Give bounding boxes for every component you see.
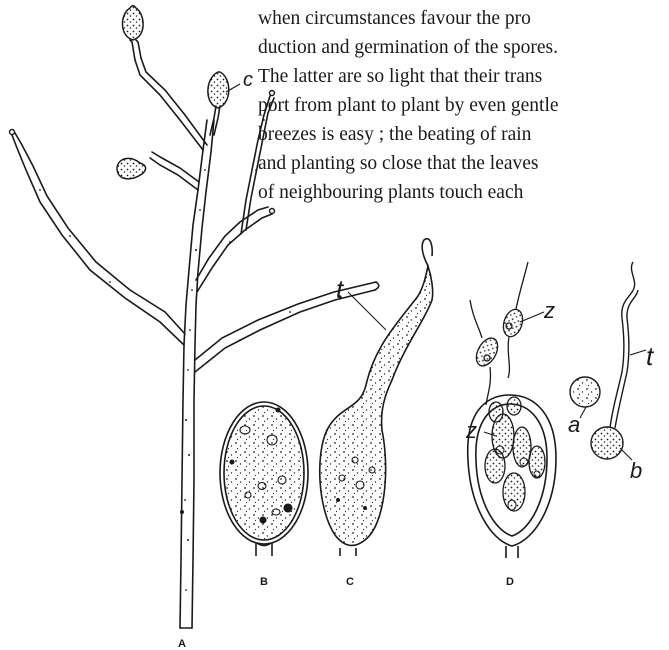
sporangium-left xyxy=(117,158,146,178)
label-z-lower: z xyxy=(465,418,477,443)
free-zoospores xyxy=(470,262,528,405)
germinating-zoospore-b xyxy=(591,262,638,459)
label-c-group: c xyxy=(226,69,253,92)
panel-label-c: C xyxy=(346,576,354,588)
panel-label-b: B xyxy=(260,576,268,588)
label-c: c xyxy=(243,69,253,91)
branch-tips xyxy=(10,91,275,214)
panel-label-a: A xyxy=(178,638,186,650)
panel-a-sporangiophore xyxy=(12,40,379,628)
sporangium-top xyxy=(122,6,143,40)
label-z-lower-group: z xyxy=(465,418,496,443)
panel-b-sporangium xyxy=(220,402,308,556)
label-t-right: t xyxy=(646,341,655,371)
sporangium-c xyxy=(208,72,229,108)
label-a: a xyxy=(568,412,580,437)
label-z-upper-group: z xyxy=(520,298,555,323)
label-t-right-group: t xyxy=(630,341,655,371)
label-z-upper: z xyxy=(543,298,555,323)
panel-label-d: D xyxy=(506,576,514,588)
zoospores-inside xyxy=(485,397,545,511)
label-b-group: b xyxy=(620,448,642,483)
label-t-left-group: t xyxy=(336,274,386,330)
label-b: b xyxy=(630,458,642,483)
